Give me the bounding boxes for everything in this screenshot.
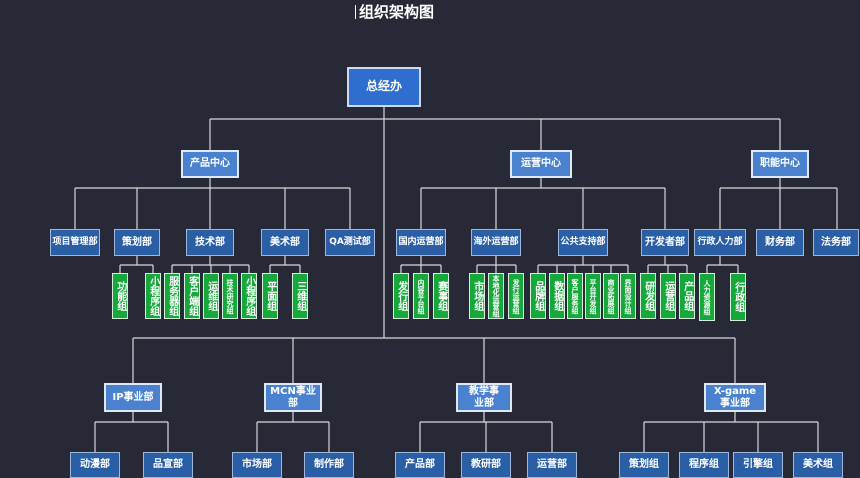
node-product-center[interactable]: 产品中心 bbox=[181, 150, 239, 178]
node-mcn-bu[interactable]: MCN事业部 bbox=[264, 383, 322, 412]
connector-bu-bus bbox=[132, 337, 736, 383]
connector-groups-overseas bbox=[476, 256, 517, 273]
node-group-hr[interactable]: 人力资源组 bbox=[699, 273, 715, 321]
connector-groups-planning bbox=[119, 256, 154, 273]
node-bu-program[interactable]: 程序组 bbox=[679, 452, 729, 478]
node-group-custservice[interactable]: 客户服务组 bbox=[567, 273, 583, 319]
node-group-func[interactable]: 功能组 bbox=[112, 273, 128, 319]
node-ceo[interactable]: 总经办 bbox=[347, 67, 421, 107]
connector-groups-art bbox=[269, 256, 301, 273]
node-group-uidesign[interactable]: 界面设计组 bbox=[620, 273, 636, 319]
node-group-publishops[interactable]: 发行运营组 bbox=[508, 273, 524, 319]
node-planning[interactable]: 策划部 bbox=[114, 229, 160, 256]
connector-ops-center bbox=[420, 178, 666, 229]
connector-groups-tech bbox=[171, 256, 250, 273]
node-func-center[interactable]: 职能中心 bbox=[751, 150, 809, 178]
node-group-mini1[interactable]: 小程序组 bbox=[145, 273, 161, 319]
node-bu-engine[interactable]: 引擎组 bbox=[733, 452, 783, 478]
connector-func-center bbox=[719, 178, 838, 229]
connector-groups-developer bbox=[647, 256, 688, 273]
node-group-3d[interactable]: 三维组 bbox=[292, 273, 308, 319]
node-group-client[interactable]: 客户端组 bbox=[184, 273, 200, 319]
node-group-productgroup[interactable]: 产品组 bbox=[679, 273, 695, 319]
node-public-support[interactable]: 公共支持部 bbox=[558, 229, 608, 256]
connector-groups-domestic bbox=[400, 256, 442, 273]
node-bu-production[interactable]: 制作部 bbox=[304, 452, 354, 478]
connector-ip-bu bbox=[94, 412, 169, 452]
node-group-localize[interactable]: 本地化运营组 bbox=[488, 273, 504, 319]
node-xgame-bu[interactable]: X-game事业部 bbox=[704, 383, 766, 412]
node-group-contentplat[interactable]: 内容平台组 bbox=[413, 273, 429, 319]
node-group-bizexpand[interactable]: 商业拓展组 bbox=[603, 273, 619, 319]
connector-mcn-bu bbox=[256, 412, 330, 452]
connector-groups-public bbox=[537, 256, 629, 273]
node-bu-market[interactable]: 市场部 bbox=[232, 452, 282, 478]
node-ops-center[interactable]: 运营中心 bbox=[510, 150, 572, 178]
node-group-flat[interactable]: 平面组 bbox=[262, 273, 278, 319]
node-overseas-ops[interactable]: 海外运营部 bbox=[471, 229, 521, 256]
connector-xgame-bu bbox=[643, 412, 819, 452]
node-bu-ops[interactable]: 运营部 bbox=[527, 452, 577, 478]
node-group-platdev[interactable]: 平台开发组 bbox=[585, 273, 601, 319]
connector-product-center bbox=[74, 178, 351, 229]
node-domestic-ops[interactable]: 国内运营部 bbox=[396, 229, 446, 256]
node-group-publish[interactable]: 发行组 bbox=[393, 273, 409, 319]
node-group-mini2[interactable]: 小程序组 bbox=[241, 273, 257, 319]
node-admin-hr[interactable]: 行政人力部 bbox=[694, 229, 746, 256]
node-art[interactable]: 美术部 bbox=[261, 229, 309, 256]
node-bu-promo[interactable]: 品宣部 bbox=[143, 452, 193, 478]
chart-title: 组织架构图 bbox=[355, 2, 455, 22]
node-group-opsgroup[interactable]: 运营组 bbox=[660, 273, 676, 319]
node-group-market[interactable]: 市场组 bbox=[469, 273, 485, 319]
node-group-data[interactable]: 数据组 bbox=[549, 273, 565, 319]
connector-center-bus bbox=[209, 118, 781, 150]
node-group-brand[interactable]: 品牌组 bbox=[530, 273, 546, 319]
node-bu-research[interactable]: 教研部 bbox=[461, 452, 511, 478]
node-bu-product[interactable]: 产品部 bbox=[395, 452, 445, 478]
node-group-admin[interactable]: 行政组 bbox=[730, 273, 746, 321]
node-group-rd[interactable]: 研发组 bbox=[640, 273, 656, 319]
node-qa[interactable]: QA测试部 bbox=[325, 229, 375, 256]
node-group-techresearch[interactable]: 技术研究组 bbox=[222, 273, 238, 319]
node-group-esports[interactable]: 赛事组 bbox=[433, 273, 449, 319]
node-bu-art[interactable]: 美术组 bbox=[793, 452, 843, 478]
node-ip-bu[interactable]: IP事业部 bbox=[104, 383, 162, 412]
node-bu-anime[interactable]: 动漫部 bbox=[70, 452, 120, 478]
node-project-mgmt[interactable]: 项目管理部 bbox=[50, 229, 100, 256]
node-finance[interactable]: 财务部 bbox=[756, 229, 804, 256]
node-bu-planning[interactable]: 策划组 bbox=[619, 452, 669, 478]
connector-groups-adminhr bbox=[706, 256, 739, 273]
node-legal[interactable]: 法务部 bbox=[813, 229, 859, 256]
connector-edu-bu bbox=[419, 412, 553, 452]
node-group-opsmaint[interactable]: 运维组 bbox=[203, 273, 219, 319]
node-edu-bu[interactable]: 教学事业部 bbox=[456, 383, 512, 412]
node-tech[interactable]: 技术部 bbox=[186, 229, 234, 256]
node-developer[interactable]: 开发者部 bbox=[641, 229, 689, 256]
node-group-server[interactable]: 服务器组 bbox=[164, 273, 180, 319]
